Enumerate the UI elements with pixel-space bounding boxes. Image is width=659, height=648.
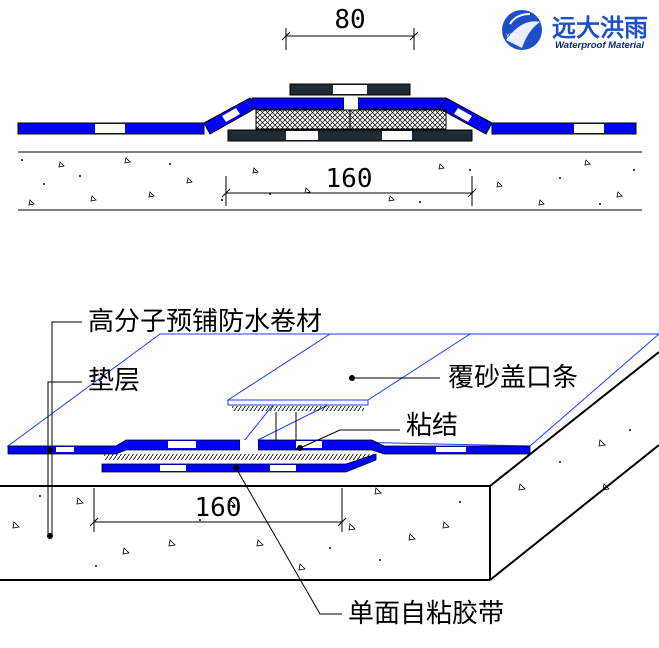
label-membrane: 高分子预铺防水卷材: [88, 307, 322, 337]
dimension-top: 80: [281, 5, 419, 50]
substrate-section: [18, 151, 642, 211]
brand-logo: YDH 远大洪雨 Waterproof Material: [502, 10, 648, 51]
leader-lines: [47, 321, 440, 615]
right-membrane: [357, 97, 637, 135]
left-membrane: [17, 97, 345, 135]
leader-dots: [47, 375, 355, 539]
iso-sand-strip: [226, 333, 472, 440]
brand-name-cn: 远大洪雨: [552, 14, 648, 42]
bottom-tape: [227, 129, 473, 142]
iso-bond-hatch: [104, 454, 376, 460]
concrete-slab: [0, 351, 659, 581]
label-tape: 单面自粘胶带: [348, 599, 504, 629]
iso-gap: [240, 440, 258, 454]
callout-labels: 高分子预铺防水卷材 垫层 覆砂盖口条 粘结 单面自粘胶带: [88, 307, 578, 629]
iso-dimension: 160: [89, 488, 347, 532]
iso-dimension-label: 160: [195, 493, 242, 523]
bond-layer: [255, 109, 447, 130]
dimension-bottom-label: 160: [326, 164, 373, 194]
dimension-bottom: 160: [221, 164, 477, 206]
label-sand-strip: 覆砂盖口条: [448, 363, 578, 393]
svg-text:YDH: YDH: [505, 33, 519, 40]
dimension-top-label: 80: [334, 5, 365, 35]
top-cover-strip: [289, 83, 411, 96]
section-detail: 80: [17, 5, 642, 211]
membrane-gap: [344, 98, 358, 110]
label-bond: 粘结: [406, 411, 458, 441]
isometric-view: 160 高分子预铺防水卷材 垫层 覆砂盖口条 粘结 单面自粘胶带: [0, 307, 659, 629]
iso-bottom-tape: [101, 453, 377, 473]
label-cushion: 垫层: [88, 366, 140, 396]
brand-name-en: Waterproof Material: [555, 40, 644, 51]
